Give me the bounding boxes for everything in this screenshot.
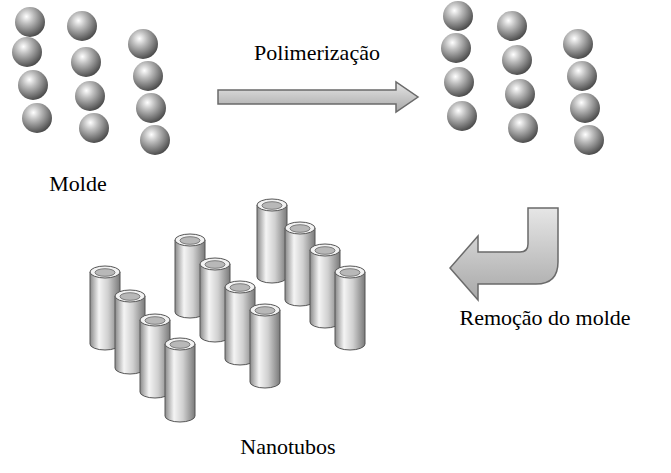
sphere bbox=[567, 61, 597, 91]
sphere bbox=[563, 29, 593, 59]
nanotube bbox=[250, 304, 280, 388]
sphere bbox=[67, 11, 97, 41]
sphere bbox=[497, 11, 527, 41]
sphere bbox=[508, 113, 538, 143]
sphere bbox=[71, 47, 101, 77]
sphere bbox=[18, 70, 48, 100]
sphere bbox=[574, 125, 604, 155]
step-label: Polimerização bbox=[254, 41, 380, 65]
sphere bbox=[75, 81, 105, 111]
removal-arrow bbox=[450, 208, 558, 300]
sphere bbox=[15, 7, 45, 37]
sphere bbox=[12, 37, 42, 67]
sphere bbox=[502, 45, 532, 75]
sphere-chains bbox=[12, 1, 604, 155]
product-label: Nanotubos bbox=[240, 435, 335, 459]
sphere bbox=[441, 33, 471, 63]
nanotube bbox=[257, 199, 287, 283]
sphere bbox=[505, 79, 535, 109]
sphere bbox=[447, 101, 477, 131]
sphere bbox=[22, 103, 52, 133]
template-label: Molde bbox=[49, 172, 106, 196]
step-label: Remoção do molde bbox=[459, 306, 630, 330]
nanotube bbox=[335, 266, 365, 350]
sphere bbox=[128, 29, 158, 59]
sphere bbox=[79, 113, 109, 143]
sphere bbox=[133, 61, 163, 91]
polymerization-arrow bbox=[218, 82, 418, 112]
sphere bbox=[443, 1, 473, 31]
sphere bbox=[570, 93, 600, 123]
sphere bbox=[444, 67, 474, 97]
nanotube bbox=[165, 338, 195, 422]
sphere bbox=[140, 125, 170, 155]
sphere bbox=[136, 93, 166, 123]
nanotube-array bbox=[90, 199, 365, 422]
